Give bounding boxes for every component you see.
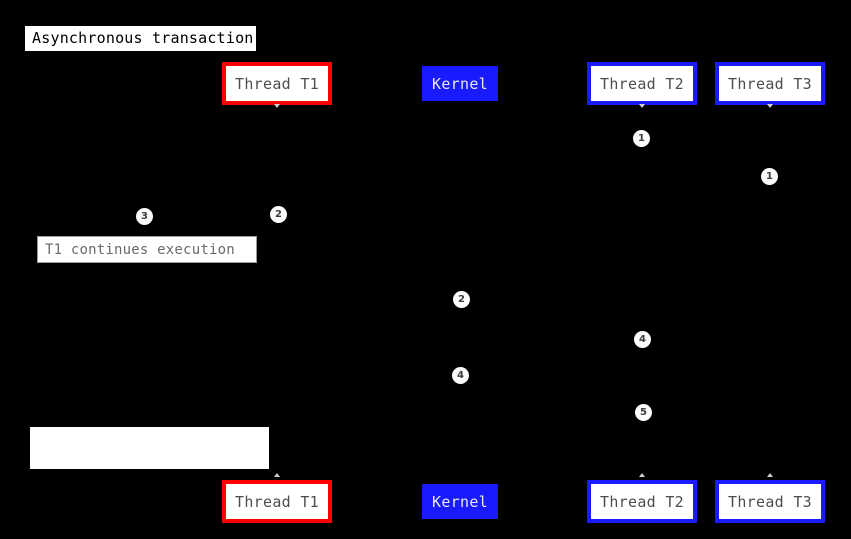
participant-top-thread-t3[interactable]: Thread T3 xyxy=(715,62,825,105)
participant-label: Thread T1 xyxy=(235,74,319,93)
step-badge-5: 5 xyxy=(635,404,652,421)
participant-label: Thread T3 xyxy=(728,492,812,511)
note-box: T1 continues execution xyxy=(37,236,257,263)
participant-bottom-thread-t1[interactable]: Thread T1 xyxy=(222,480,332,523)
participant-label: Thread T2 xyxy=(600,492,684,511)
arrowhead-icon xyxy=(274,104,280,108)
participant-label: Thread T2 xyxy=(600,74,684,93)
participant-bottom-kernel[interactable]: Kernel xyxy=(422,484,498,519)
participant-label: Kernel xyxy=(432,492,488,511)
participant-top-thread-t1[interactable]: Thread T1 xyxy=(222,62,332,105)
arrowhead-icon xyxy=(767,104,773,108)
participant-label: Thread T3 xyxy=(728,74,812,93)
step-badge-2: 2 xyxy=(270,206,287,223)
arrowhead-icon xyxy=(639,473,645,477)
blank-note-box xyxy=(30,427,269,469)
step-badge-1: 1 xyxy=(633,130,650,147)
arrowhead-icon xyxy=(767,473,773,477)
step-badge-2: 2 xyxy=(453,291,470,308)
participant-label: Thread T1 xyxy=(235,492,319,511)
diagram-title: Asynchronous transaction xyxy=(25,26,256,51)
step-badge-1: 1 xyxy=(761,168,778,185)
step-badge-4: 4 xyxy=(634,331,651,348)
arrowhead-icon xyxy=(274,473,280,477)
participant-bottom-thread-t2[interactable]: Thread T2 xyxy=(587,480,697,523)
participant-top-thread-t2[interactable]: Thread T2 xyxy=(587,62,697,105)
participant-top-kernel[interactable]: Kernel xyxy=(422,66,498,101)
arrowhead-icon xyxy=(639,104,645,108)
participant-label: Kernel xyxy=(432,74,488,93)
participant-bottom-thread-t3[interactable]: Thread T3 xyxy=(715,480,825,523)
step-badge-3: 3 xyxy=(136,208,153,225)
step-badge-4: 4 xyxy=(452,367,469,384)
